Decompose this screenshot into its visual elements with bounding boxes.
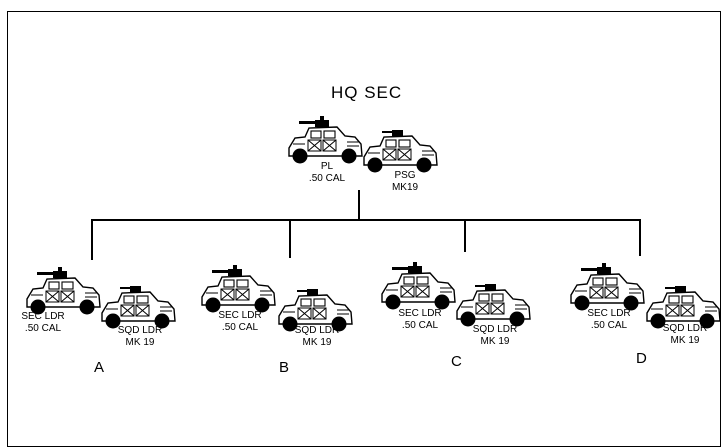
sec-c-sqd-weapon: MK 19: [455, 336, 535, 348]
sec-a-sqd-ldr-vehicle-icon: [102, 286, 175, 329]
sec-c-sqd-role: SQD LDR: [455, 324, 535, 336]
pl-role: PL: [287, 161, 367, 173]
pl-label: PL .50 CAL: [287, 161, 367, 185]
section-b-letter: B: [279, 360, 289, 376]
sec-b-sec-ldr-vehicle-icon: [202, 265, 275, 313]
section-d-letter: D: [636, 351, 647, 367]
sec-d-sec-weapon: .50 CAL: [569, 320, 649, 332]
psg-weapon: MK19: [365, 182, 445, 194]
sec-d-sec-ldr-vehicle-icon: [571, 263, 644, 311]
sec-c-sec-ldr-label: SEC LDR .50 CAL: [380, 308, 460, 332]
psg-vehicle-icon: [364, 130, 437, 173]
sec-b-sqd-ldr-label: SQD LDR MK 19: [277, 325, 357, 349]
sec-c-sec-role: SEC LDR: [380, 308, 460, 320]
sec-c-sqd-ldr-label: SQD LDR MK 19: [455, 324, 535, 348]
pl-vehicle-icon: [289, 116, 362, 164]
section-a-letter: A: [94, 360, 104, 376]
sec-a-sec-role: SEC LDR: [3, 311, 83, 323]
sec-a-sqd-ldr-label: SQD LDR MK 19: [100, 325, 180, 349]
sec-a-sqd-weapon: MK 19: [100, 337, 180, 349]
sec-b-sec-role: SEC LDR: [200, 310, 280, 322]
sec-d-sqd-ldr-label: SQD LDR MK 19: [645, 323, 725, 347]
section-c-letter: C: [451, 354, 462, 370]
sec-b-sec-weapon: .50 CAL: [200, 322, 280, 334]
pl-weapon: .50 CAL: [287, 173, 367, 185]
psg-role: PSG: [365, 170, 445, 182]
sec-a-sec-ldr-label: SEC LDR .50 CAL: [3, 311, 83, 335]
sec-b-sqd-role: SQD LDR: [277, 325, 357, 337]
sec-d-sec-ldr-label: SEC LDR .50 CAL: [569, 308, 649, 332]
sec-d-sqd-role: SQD LDR: [645, 323, 725, 335]
sec-a-sqd-role: SQD LDR: [100, 325, 180, 337]
hq-sec-title: HQ SEC: [331, 83, 402, 103]
sec-c-sqd-ldr-vehicle-icon: [457, 284, 530, 327]
sec-d-sqd-weapon: MK 19: [645, 335, 725, 347]
sec-c-sec-weapon: .50 CAL: [380, 320, 460, 332]
connector-lines: [92, 190, 640, 260]
sec-b-sqd-weapon: MK 19: [277, 337, 357, 349]
sec-a-sec-ldr-vehicle-icon: [27, 267, 100, 315]
sec-a-sec-weapon: .50 CAL: [3, 323, 83, 335]
sec-b-sec-ldr-label: SEC LDR .50 CAL: [200, 310, 280, 334]
sec-d-sec-role: SEC LDR: [569, 308, 649, 320]
sec-c-sec-ldr-vehicle-icon: [382, 262, 455, 310]
psg-label: PSG MK19: [365, 170, 445, 194]
